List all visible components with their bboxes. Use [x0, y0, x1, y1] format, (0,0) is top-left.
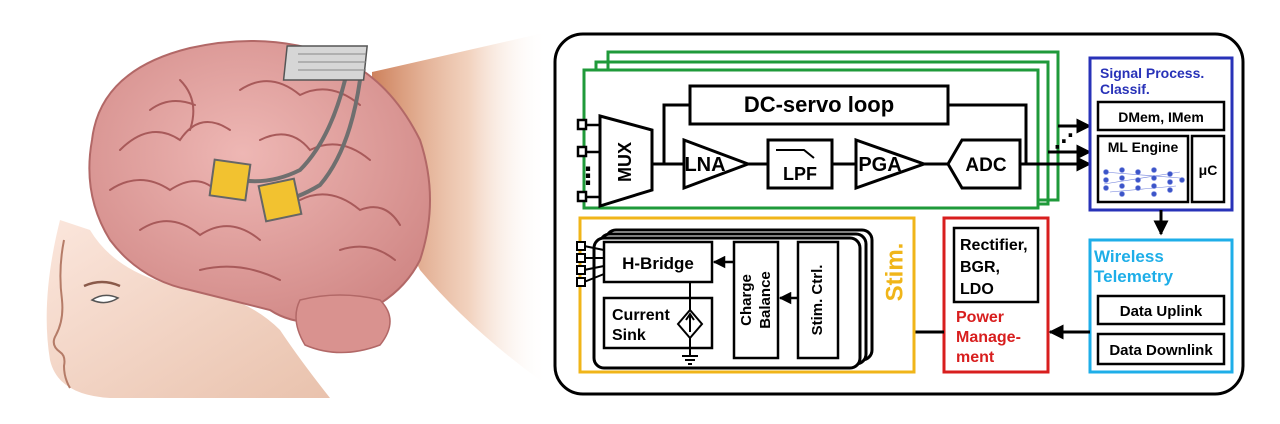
wireless-title-2: Telemetry — [1094, 267, 1174, 286]
memory-label: DMem, IMem — [1118, 109, 1204, 125]
stim-electrode-outputs — [576, 241, 605, 287]
power-title-2: Manage- — [956, 329, 1021, 346]
output-dots: ⋰ — [1054, 131, 1074, 153]
neural-network-icon — [1103, 167, 1185, 197]
head-illustration — [46, 32, 548, 398]
electrode-inputs — [576, 118, 600, 203]
electrode-chip-1 — [208, 158, 252, 202]
mux-label: MUX — [615, 142, 635, 182]
current-sink-label-2: Sink — [612, 327, 646, 344]
implant-module-icon — [282, 45, 368, 81]
uplink-label: Data Uplink — [1120, 303, 1203, 320]
zoom-beam — [372, 32, 548, 386]
ml-engine-block — [1096, 134, 1190, 204]
dc-servo-label: DC-servo loop — [744, 92, 894, 117]
charge-balance-label-1: Charge — [738, 274, 755, 326]
h-bridge-block — [602, 240, 714, 284]
charge-balance-label-2: Balance — [757, 271, 774, 329]
electrode-chip-2 — [257, 177, 303, 223]
downlink-label: Data Downlink — [1109, 342, 1213, 359]
regulator-label-2: BGR, — [960, 259, 1000, 276]
charge-balance-block — [732, 240, 780, 360]
current-sink-label-1: Current — [612, 307, 670, 324]
mux-input-dots: ⋮ — [576, 163, 600, 190]
power-title-3: ment — [956, 349, 995, 366]
head-skin — [46, 220, 331, 398]
regulator-label-1: Rectifier, — [960, 237, 1028, 254]
adc-label: ADC — [965, 155, 1006, 176]
regulator-block — [952, 226, 1040, 304]
lna-label: LNA — [684, 154, 725, 176]
mux-block — [598, 114, 654, 209]
afe-output-arrows — [1020, 118, 1092, 172]
memory-block — [1096, 100, 1226, 132]
ml-engine-label: ML Engine — [1108, 139, 1179, 155]
signal-processing-title-1: Signal Process. — [1100, 65, 1204, 81]
wireless-title-1: Wireless — [1094, 247, 1164, 266]
lna-block — [682, 137, 753, 191]
microcontroller-label: μC — [1199, 162, 1218, 178]
face-profile — [52, 239, 71, 389]
h-bridge-label: H-Bridge — [622, 254, 694, 273]
microcontroller-block — [1190, 134, 1226, 204]
power-title-1: Power — [956, 309, 1004, 326]
current-sink-block — [602, 296, 714, 350]
cerebellum — [295, 294, 391, 354]
signal-processing-title-2: Classif. — [1100, 81, 1150, 97]
stim-ctrl-block — [796, 240, 840, 360]
stim-ctrl-label: Stim. Ctrl. — [809, 265, 826, 336]
pga-label: PGA — [858, 154, 901, 176]
eye-icon — [83, 280, 121, 304]
stim-label: Stim. — [881, 243, 908, 302]
pga-block — [854, 137, 929, 191]
regulator-label-3: LDO — [960, 281, 994, 298]
lpf-label: LPF — [783, 164, 817, 184]
downlink-block — [1096, 332, 1226, 366]
uplink-block — [1096, 294, 1226, 326]
lpf-symbol — [776, 149, 815, 159]
dc-servo-wire — [662, 103, 1028, 164]
